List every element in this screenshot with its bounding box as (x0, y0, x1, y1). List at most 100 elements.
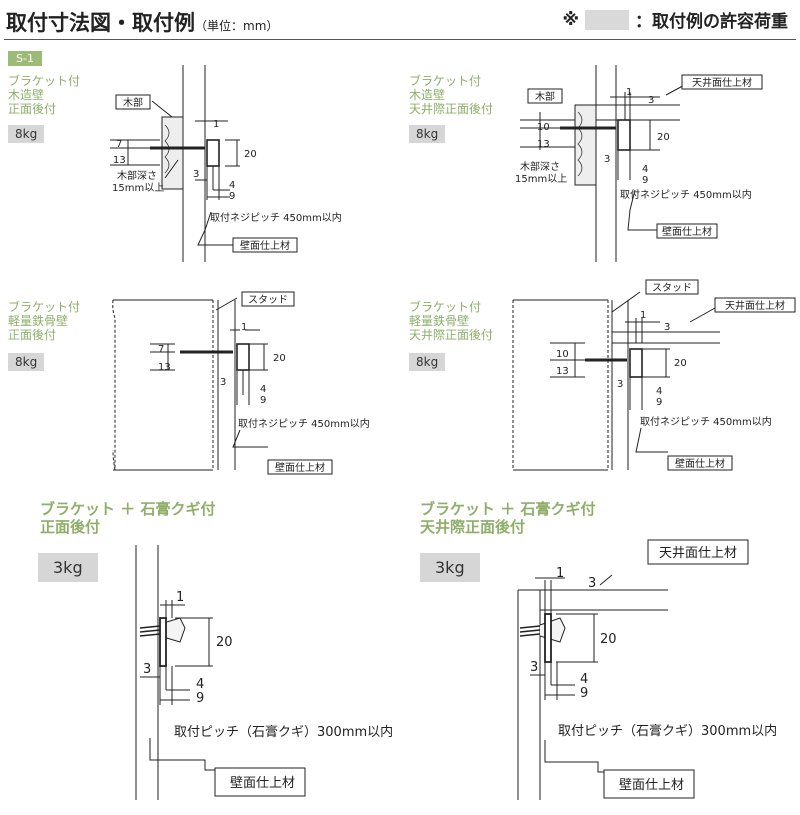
p5-dim-20: 20 (216, 635, 233, 650)
page-title-text: 取付寸法図・取付例 (6, 11, 195, 35)
panel-2-title-2: 木造壁 (409, 88, 446, 102)
series-tag: S-1 (8, 51, 42, 66)
panel-3-title-2: 軽量鉄骨壁 (8, 314, 69, 328)
panel-1-title-1: ブラケット付 (8, 74, 81, 88)
p1-dim-20: 20 (244, 149, 257, 160)
p2-dim-4: 4 (642, 164, 648, 175)
p1-dim-3: 3 (193, 169, 199, 180)
p1-wall-finish: 壁面仕上材 (240, 239, 290, 252)
p6-pitch: 取付ピッチ（石膏クギ）300mm以内 (558, 723, 777, 739)
p6-dim-20: 20 (600, 632, 617, 647)
panel-3-title-1: ブラケット付 (8, 300, 81, 314)
panel-3-title: ブラケット付軽量鉄骨壁正面後付 (8, 300, 80, 342)
panel-5-title: ブラケット ＋ 石膏クギ付正面後付 (40, 500, 215, 536)
p3-dim-20: 20 (273, 353, 286, 364)
panel-3-title-3: 正面後付 (8, 328, 57, 342)
panel-1-title-3: 正面後付 (8, 102, 57, 116)
p4-pitch: 取付ネジピッチ 450mm以内 (640, 415, 772, 428)
unit-note: （単位：mm） (195, 19, 279, 33)
panel-2-drawing (520, 65, 691, 262)
p1-dim-9: 9 (229, 191, 235, 202)
page-title: 取付寸法図・取付例（単位：mm） (6, 7, 278, 37)
p6-dim-3-top: 3 (588, 576, 596, 591)
p5-pitch: 取付ピッチ（石膏クギ）300mm以内 (174, 724, 393, 740)
p4-dim-10: 10 (556, 349, 569, 360)
p2-wall-finish: 壁面仕上材 (662, 225, 712, 238)
panel-3-load: 8kg (8, 353, 45, 371)
p4-dim-20: 20 (674, 358, 687, 369)
panel-1-title: ブラケット付木造壁正面後付 (8, 74, 80, 116)
p5-dim-9: 9 (196, 691, 204, 706)
p2-dim-3-top: 3 (648, 95, 654, 106)
panel-2-load: 8kg (409, 125, 446, 143)
panel-1-drawing (110, 65, 240, 262)
p4-dim-1: 1 (640, 310, 646, 321)
panel-4-title-1: ブラケット付 (409, 300, 482, 314)
p2-dim-9: 9 (642, 175, 648, 186)
p4-wall-finish: 壁面仕上材 (675, 457, 725, 470)
p4-dim-9: 9 (656, 397, 662, 408)
p3-stud-label: スタッド (248, 294, 288, 306)
p6-ceiling-finish: 天井面仕上材 (659, 546, 737, 561)
panel-4-title-3: 天井際正面後付 (409, 328, 494, 342)
p2-depth-2: 15mm以上 (515, 173, 567, 185)
p2-dim-3: 3 (604, 154, 610, 165)
p2-dim-20: 20 (657, 132, 670, 143)
p1-depth-1: 木部深さ (117, 169, 157, 182)
p4-dim-13: 13 (556, 366, 569, 377)
p3-dim-3: 3 (220, 377, 226, 388)
legend-swatch (585, 9, 629, 30)
panel-6-drawing (517, 574, 695, 800)
p1-pitch: 取付ネジピッチ 450mm以内 (210, 211, 342, 224)
panel-4-title: ブラケット付軽量鉄骨壁天井際正面後付 (409, 300, 493, 342)
p4-stud-label: スタッド (652, 282, 692, 294)
p4-dim-3-top: 3 (664, 322, 670, 333)
panel-2-title-3: 天井際正面後付 (409, 102, 494, 116)
p5-dim-3: 3 (143, 662, 151, 677)
p6-dim-1: 1 (556, 566, 564, 581)
panel-5-drawing (135, 545, 306, 800)
p1-wood-label: 木部 (123, 96, 143, 109)
p6-dim-9: 9 (580, 686, 588, 701)
p3-dim-13: 13 (158, 362, 171, 373)
p1-depth-2: 15mm以上 (112, 182, 164, 194)
panel-4-load: 8kg (409, 353, 446, 371)
header-rule (4, 39, 796, 40)
p2-wood-label: 木部 (535, 90, 555, 103)
panel-6-load: 3kg (420, 553, 480, 582)
p6-dim-3: 3 (530, 660, 538, 675)
panel-3-drawing (112, 297, 268, 471)
panel-4-drawing (512, 291, 720, 471)
p2-dim-10: 10 (537, 122, 550, 133)
p4-dim-4: 4 (656, 386, 662, 397)
panel-5-title-2: 正面後付 (40, 518, 101, 536)
panel-2-title: ブラケット付木造壁天井際正面後付 (409, 74, 493, 116)
p6-wall-finish: 壁面仕上材 (619, 778, 684, 793)
panel-1-title-2: 木造壁 (8, 88, 45, 102)
p3-dim-7: 7 (158, 344, 164, 355)
p5-dim-4: 4 (196, 677, 204, 692)
panel-6-title-2: 天井際正面後付 (420, 518, 526, 536)
panel-5-title-1: ブラケット ＋ 石膏クギ付 (40, 500, 216, 518)
p1-dim-1: 1 (213, 119, 219, 130)
panel-5-load: 3kg (38, 553, 98, 582)
p6-dim-4: 4 (580, 672, 588, 687)
panel-6-title: ブラケット ＋ 石膏クギ付天井際正面後付 (420, 500, 595, 536)
p3-dim-1: 1 (241, 322, 247, 333)
p4-dim-3: 3 (617, 379, 623, 390)
p2-dim-1: 1 (626, 87, 632, 98)
p5-dim-1: 1 (176, 590, 184, 605)
p5-wall-finish: 壁面仕上材 (230, 776, 295, 791)
p1-dim-13: 13 (113, 155, 126, 166)
panel-6-title-1: ブラケット ＋ 石膏クギ付 (420, 500, 596, 518)
p1-dim-7: 7 (116, 139, 122, 150)
legend-mark: ※ (562, 9, 579, 30)
p3-dim-4: 4 (260, 384, 266, 395)
p1-dim-4: 4 (229, 180, 235, 191)
p2-depth-1: 木部深さ (520, 160, 560, 173)
p2-dim-13: 13 (537, 139, 550, 150)
p3-wall-finish: 壁面仕上材 (275, 461, 325, 474)
panel-4-title-2: 軽量鉄骨壁 (409, 314, 470, 328)
p2-ceiling-finish: 天井面仕上材 (692, 76, 752, 89)
